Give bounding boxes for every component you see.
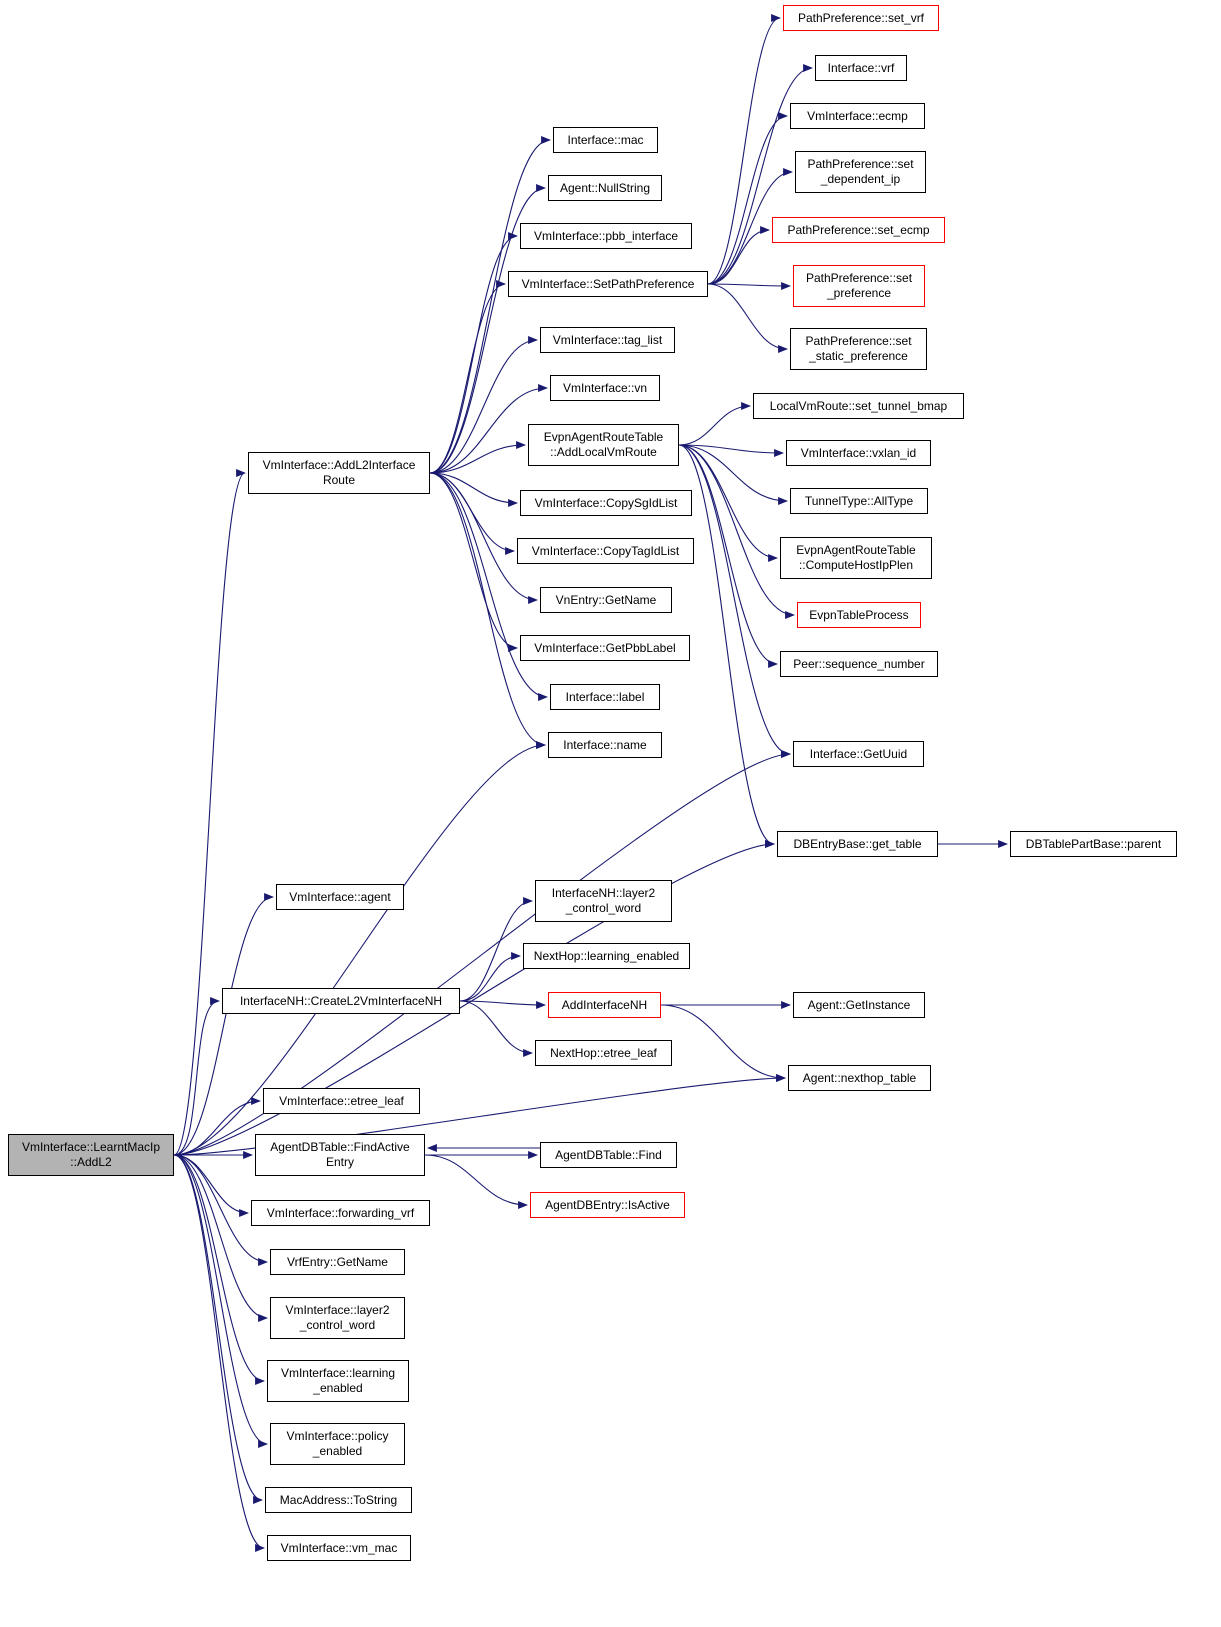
node-agentdbentry-isactive[interactable]: AgentDBEntry::IsActive bbox=[530, 1192, 685, 1218]
edge-addlocalvmroute-to-getuuid bbox=[678, 444, 791, 758]
node-copysgidlist[interactable]: VmInterface::CopySgIdList bbox=[520, 490, 692, 516]
node-createl2vminterfacenh[interactable]: InterfaceNH::CreateL2VmInterfaceNH bbox=[222, 988, 460, 1014]
edge-main-to-createnh bbox=[173, 997, 220, 1156]
node-set-static-preference[interactable]: PathPreference::set _static_preference bbox=[790, 328, 927, 370]
node-macaddress-tostring[interactable]: MacAddress::ToString bbox=[265, 1487, 412, 1513]
node-pathpreference-set-vrf[interactable]: PathPreference::set_vrf bbox=[783, 5, 939, 31]
edge-addlocalvmroute-to-get_table bbox=[678, 444, 775, 848]
node-vrfentry-getname[interactable]: VrfEntry::GetName bbox=[270, 1249, 405, 1275]
node-dbentrybase-get-table[interactable]: DBEntryBase::get_table bbox=[777, 831, 938, 857]
edge-main-to-nexthop_table bbox=[173, 1074, 786, 1156]
node-forwarding-vrf[interactable]: VmInterface::forwarding_vrf bbox=[251, 1200, 430, 1226]
node-getpbblabel[interactable]: VmInterface::GetPbbLabel bbox=[520, 635, 690, 661]
node-agent-getinstance[interactable]: Agent::GetInstance bbox=[793, 992, 925, 1018]
edge-main-to-forwarding_vrf bbox=[173, 1154, 249, 1217]
node-agentdbtable-find[interactable]: AgentDBTable::Find bbox=[540, 1142, 677, 1168]
edge-createnh-to-nh_layer2 bbox=[459, 897, 533, 1002]
node-vxlan-id[interactable]: VmInterface::vxlan_id bbox=[786, 440, 931, 466]
edge-addl2route-to-getpbblabel bbox=[429, 472, 518, 652]
node-interface-mac[interactable]: Interface::mac bbox=[553, 127, 658, 153]
node-interface-name[interactable]: Interface::name bbox=[548, 732, 662, 758]
edge-main-to-vm_learning bbox=[173, 1154, 265, 1385]
edge-addl2route-to-iface_name bbox=[429, 472, 546, 749]
node-peer-sequence-number[interactable]: Peer::sequence_number bbox=[780, 651, 938, 677]
node-agent-nexthop-table[interactable]: Agent::nexthop_table bbox=[788, 1065, 931, 1091]
edge-addl2route-to-nullstring bbox=[429, 184, 546, 474]
edge-createnh-to-nh_learning bbox=[459, 952, 521, 1002]
edge-setpathpref-to-set_static_pref bbox=[707, 283, 788, 353]
node-set-tunnel-bmap[interactable]: LocalVmRoute::set_tunnel_bmap bbox=[753, 393, 964, 419]
node-tunneltype-alltype[interactable]: TunnelType::AllType bbox=[790, 488, 928, 514]
node-computehostipplen[interactable]: EvpnAgentRouteTable ::ComputeHostIpPlen bbox=[780, 537, 932, 579]
edge-addl2route-to-addlocalvmroute bbox=[429, 441, 526, 474]
node-vminterface-etree-leaf[interactable]: VmInterface::etree_leaf bbox=[263, 1088, 420, 1114]
node-vnentry-getname[interactable]: VnEntry::GetName bbox=[540, 587, 672, 613]
node-vminterface-layer2-control-word[interactable]: VmInterface::layer2 _control_word bbox=[270, 1297, 405, 1339]
node-vminterface-vn[interactable]: VmInterface::vn bbox=[550, 375, 660, 401]
node-nexthop-etree-leaf[interactable]: NextHop::etree_leaf bbox=[535, 1040, 672, 1066]
edge-addl2route-to-tag_list bbox=[429, 336, 538, 474]
edge-addl2route-to-vn bbox=[429, 384, 548, 474]
edge-addlocalvmroute-to-evpntableprocess bbox=[678, 444, 795, 619]
node-vminterface-tag-list[interactable]: VmInterface::tag_list bbox=[540, 327, 675, 353]
node-vminterface-policy-enabled[interactable]: VmInterface::policy _enabled bbox=[270, 1423, 405, 1465]
edge-addlocalvmroute-to-set_tunnel_bmap bbox=[678, 402, 751, 446]
node-agent-nullstring[interactable]: Agent::NullString bbox=[548, 175, 662, 201]
edge-setpathpref-to-set_dependent_ip bbox=[707, 168, 793, 285]
node-addlocalvmroute[interactable]: EvpnAgentRouteTable ::AddLocalVmRoute bbox=[528, 424, 679, 466]
node-pbb-interface[interactable]: VmInterface::pbb_interface bbox=[520, 223, 692, 249]
edge-main-to-vm_mac bbox=[173, 1154, 265, 1552]
edge-main-to-vrf_getname bbox=[173, 1154, 268, 1266]
edge-main-to-addl2route bbox=[173, 469, 246, 1156]
edge-findactive-to-isactive bbox=[424, 1154, 528, 1209]
edge-main-to-vm_policy bbox=[173, 1154, 268, 1448]
edge-addinterfacenh-to-nexthop_table bbox=[660, 1004, 786, 1082]
edge-setpathpref-to-set_preference bbox=[707, 282, 791, 290]
edge-addl2route-to-iface_label bbox=[429, 472, 548, 701]
node-interface-getuuid[interactable]: Interface::GetUuid bbox=[793, 741, 924, 767]
edge-setpathpref-to-iface_vrf bbox=[707, 64, 813, 285]
node-set-dependent-ip[interactable]: PathPreference::set _dependent_ip bbox=[795, 151, 926, 193]
edge-main-to-vm_layer2 bbox=[173, 1154, 268, 1322]
node-copytagidlist[interactable]: VmInterface::CopyTagIdList bbox=[517, 538, 694, 564]
node-dbtablepartbase-parent[interactable]: DBTablePartBase::parent bbox=[1010, 831, 1177, 857]
node-vminterface-learning-enabled[interactable]: VmInterface::learning _enabled bbox=[267, 1360, 409, 1402]
edge-main-to-iface_name bbox=[173, 741, 546, 1156]
node-vminterface-agent[interactable]: VmInterface::agent bbox=[276, 884, 404, 910]
edge-main-to-get_table bbox=[173, 840, 775, 1156]
node-learntmacip-addl2[interactable]: VmInterface::LearntMacIp ::AddL2 bbox=[8, 1134, 174, 1176]
edge-main-to-mac_tostring bbox=[173, 1154, 263, 1504]
edge-setpathpref-to-ecmp bbox=[707, 112, 788, 285]
edge-main-to-agent bbox=[173, 893, 274, 1156]
edge-setpathpref-to-set_ecmp bbox=[707, 226, 770, 285]
node-addinterfacenh[interactable]: AddInterfaceNH bbox=[548, 992, 661, 1018]
node-vminterface-ecmp[interactable]: VmInterface::ecmp bbox=[790, 103, 925, 129]
edge-addlocalvmroute-to-alltype bbox=[678, 444, 788, 505]
edge-main-to-getuuid bbox=[173, 750, 791, 1156]
edge-createnh-to-addinterfacenh bbox=[459, 1000, 546, 1009]
edge-createnh-to-nh_etree_leaf bbox=[459, 1000, 533, 1057]
node-set-preference[interactable]: PathPreference::set _preference bbox=[793, 265, 925, 307]
node-findactive-entry[interactable]: AgentDBTable::FindActive Entry bbox=[255, 1134, 425, 1176]
edge-addlocalvmroute-to-vxlan_id bbox=[678, 444, 784, 457]
node-setpathpreference[interactable]: VmInterface::SetPathPreference bbox=[508, 271, 708, 297]
node-set-ecmp[interactable]: PathPreference::set_ecmp bbox=[772, 217, 945, 243]
node-addl2interface-route[interactable]: VmInterface::AddL2Interface Route bbox=[248, 452, 430, 494]
node-interface-vrf[interactable]: Interface::vrf bbox=[815, 55, 907, 81]
node-interface-label[interactable]: Interface::label bbox=[550, 684, 660, 710]
node-evpntableprocess[interactable]: EvpnTableProcess bbox=[797, 602, 921, 628]
edge-addl2route-to-vn_getname bbox=[429, 472, 538, 604]
node-interfacenh-layer2-control-word[interactable]: InterfaceNH::layer2 _control_word bbox=[535, 880, 672, 922]
edge-addl2route-to-pbb_interface bbox=[429, 232, 518, 474]
node-vminterface-vm-mac[interactable]: VmInterface::vm_mac bbox=[267, 1535, 411, 1561]
node-nexthop-learning-enabled[interactable]: NextHop::learning_enabled bbox=[523, 943, 690, 969]
edge-addl2route-to-setpathpref bbox=[429, 280, 506, 474]
edge-addl2route-to-copysgidlist bbox=[429, 472, 518, 507]
edge-setpathpref-to-set_vrf bbox=[707, 14, 781, 285]
